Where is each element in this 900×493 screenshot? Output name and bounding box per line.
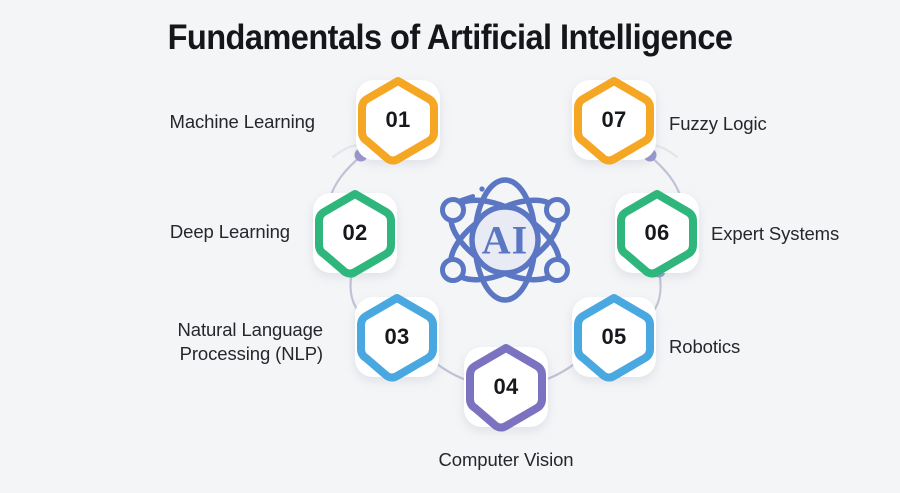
node-04-label: Computer Vision bbox=[438, 449, 574, 470]
node-01-hexagon bbox=[358, 77, 438, 165]
node-04-hexagon bbox=[466, 344, 546, 432]
node-01-label: Machine Learning bbox=[169, 111, 316, 132]
node-07[interactable]: 07 bbox=[566, 72, 662, 168]
node-02-label: Deep Learning bbox=[169, 221, 290, 242]
node-03[interactable]: 03 bbox=[349, 289, 445, 385]
node-07-label: Fuzzy Logic bbox=[669, 113, 767, 134]
node-07-hexagon bbox=[574, 77, 654, 165]
ai-atom-icon: AI bbox=[427, 162, 583, 318]
node-02-hexagon bbox=[315, 190, 395, 278]
node-05[interactable]: 05 bbox=[566, 289, 662, 385]
node-04[interactable]: 04 bbox=[458, 339, 554, 435]
node-06[interactable]: 06 bbox=[609, 185, 705, 281]
node-02-number: 02 bbox=[342, 220, 368, 245]
node-05-label: Robotics bbox=[669, 336, 741, 357]
node-01[interactable]: 01 bbox=[350, 72, 446, 168]
node-05-number: 05 bbox=[601, 324, 627, 349]
node-06-hexagon bbox=[617, 190, 697, 278]
node-03-hexagon bbox=[357, 294, 437, 382]
node-01-number: 01 bbox=[385, 107, 411, 132]
page-title: Fundamentals of Artificial Intelligence bbox=[167, 18, 733, 57]
node-06-label: Expert Systems bbox=[711, 223, 840, 244]
node-03-label: Natural Language Processing (NLP) bbox=[177, 319, 324, 364]
ai-core-text: AI bbox=[482, 218, 528, 263]
node-03-number: 03 bbox=[384, 324, 410, 349]
node-07-number: 07 bbox=[601, 107, 627, 132]
node-02[interactable]: 02 bbox=[307, 185, 403, 281]
node-05-hexagon bbox=[574, 294, 654, 382]
node-06-number: 06 bbox=[644, 220, 670, 245]
node-04-number: 04 bbox=[493, 374, 519, 399]
